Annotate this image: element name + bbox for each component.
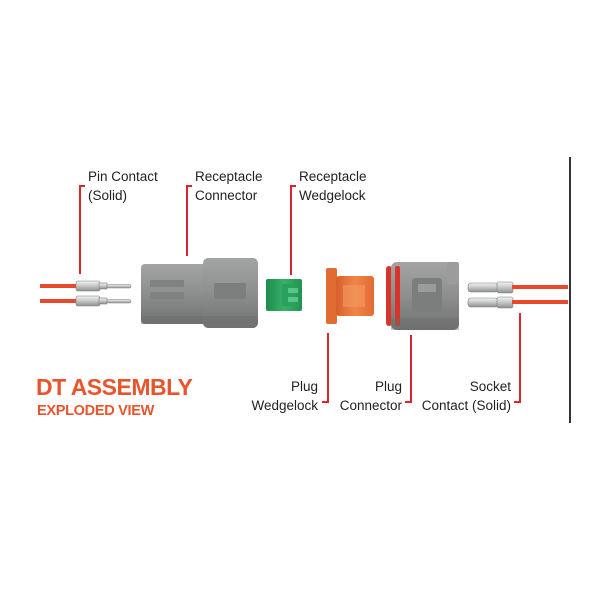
label-pin-contact-line1: Pin Contact [88, 169, 158, 184]
leader-plug-connector-v [410, 335, 412, 403]
label-plug-connector-line2: Connector [339, 398, 402, 413]
diagram-title: DT ASSEMBLY [36, 374, 193, 400]
leader-socket-contact-h [514, 401, 521, 403]
label-receptacle-connector-line1: Receptacle [195, 169, 263, 184]
label-socket-contact-line1: Socket [469, 379, 511, 394]
label-receptacle-wedgelock: Receptacle Wedgelock [299, 167, 367, 205]
pin-contact-lower [75, 295, 132, 307]
leader-plug-wedgelock-v [327, 333, 329, 403]
pin-contact-wires [40, 284, 78, 303]
socket-contact-lower [467, 296, 514, 309]
label-plug-wedgelock-line1: Plug [290, 379, 318, 394]
label-plug-wedgelock-line2: Wedgelock [251, 398, 318, 413]
leader-receptacle-wedgelock-h [290, 185, 296, 187]
leader-plug-connector-h [405, 401, 412, 403]
leader-pin-contact-v [79, 185, 81, 274]
label-receptacle-wedgelock-line2: Wedgelock [299, 188, 366, 203]
socket-contact-wires [512, 285, 568, 304]
vertical-divider [569, 157, 571, 423]
label-receptacle-wedgelock-line1: Receptacle [299, 169, 367, 184]
leader-receptacle-connector-h [186, 185, 192, 187]
label-receptacle-connector-line2: Connector [195, 188, 258, 203]
label-plug-wedgelock: Plug Wedgelock [251, 377, 318, 415]
pin-contact-upper [75, 280, 132, 292]
label-pin-contact: Pin Contact (Solid) [88, 167, 158, 205]
label-plug-connector-line1: Plug [374, 379, 402, 394]
label-plug-connector: Plug Connector [340, 377, 402, 415]
plug-connector-body [386, 262, 459, 330]
label-socket-contact-line2: Contact (Solid) [421, 398, 511, 413]
label-receptacle-connector: Receptacle Connector [195, 167, 263, 205]
label-socket-contact: Socket Contact (Solid) [422, 377, 511, 415]
diagram-subtitle: EXPLODED VIEW [37, 403, 154, 419]
plug-wedgelock-part [326, 268, 374, 324]
receptacle-wedgelock-part [266, 279, 302, 311]
socket-contact-upper [467, 281, 514, 294]
leader-receptacle-wedgelock-v [290, 185, 292, 275]
leader-pin-contact-h [79, 185, 85, 187]
leader-plug-wedgelock-h [322, 401, 329, 403]
leader-socket-contact-v [519, 313, 521, 403]
receptacle-connector-body [141, 258, 258, 328]
label-pin-contact-line2: (Solid) [88, 188, 128, 203]
leader-receptacle-connector-v [186, 185, 188, 256]
